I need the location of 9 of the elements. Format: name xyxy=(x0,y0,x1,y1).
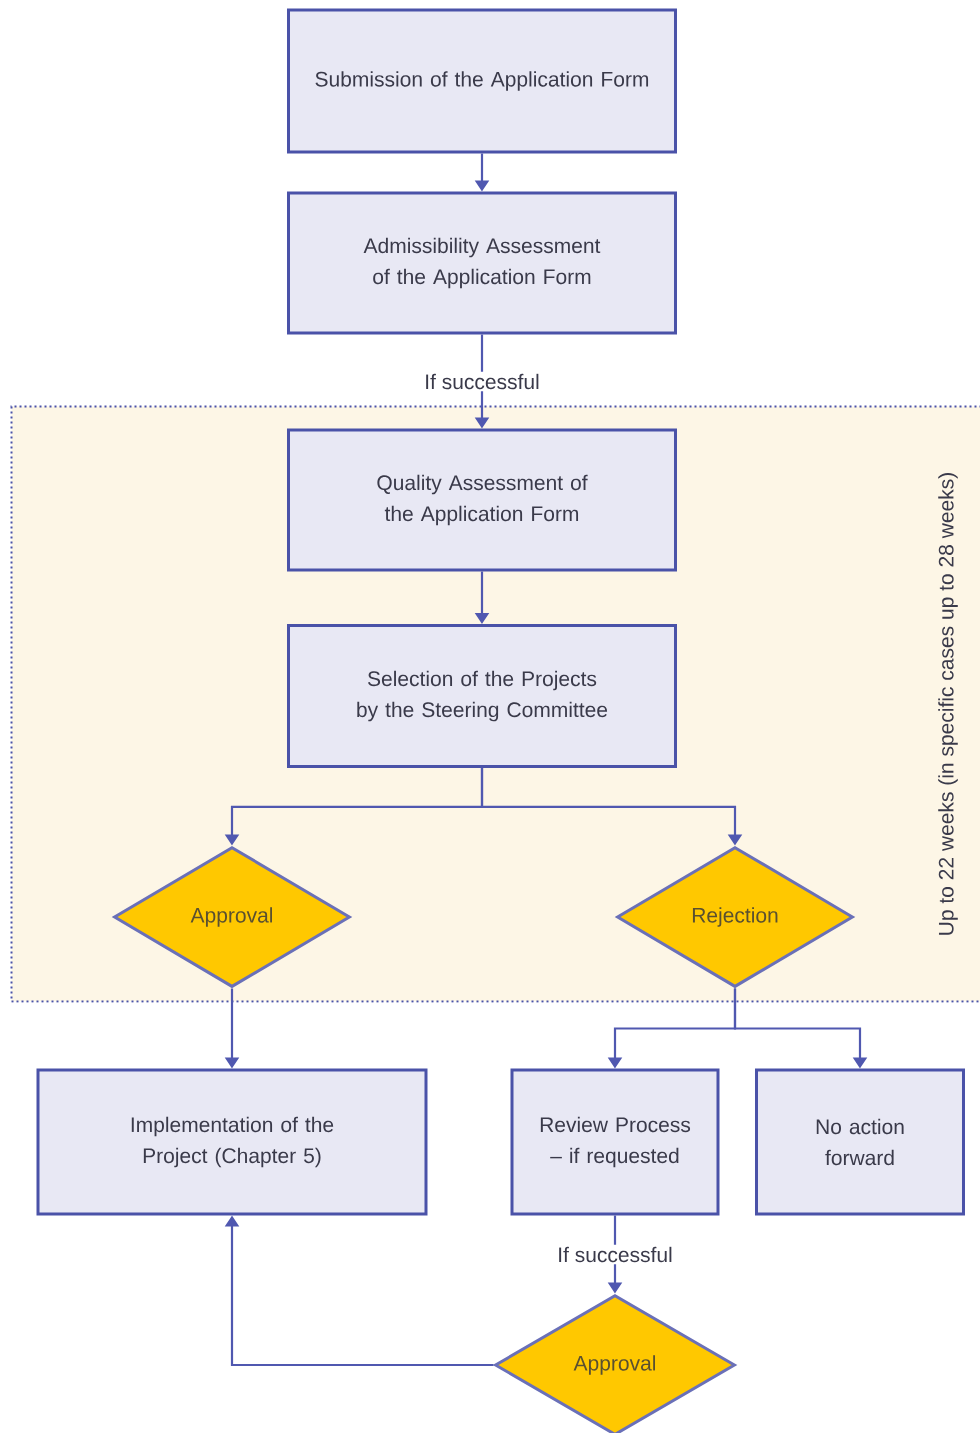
process-box: Implementation of the Project (Chapter 5) xyxy=(36,1068,428,1216)
process-box: Selection of the Projects by the Steering Committee xyxy=(287,624,677,768)
process-box: Admissibility Assessment of the Application Form xyxy=(287,191,677,335)
edge-label: If successful xyxy=(422,371,542,392)
process-box: Review Process – if requested xyxy=(510,1068,720,1216)
process-box: Submission of the Application Form xyxy=(287,8,677,154)
process-box: Quality Assessment of the Application Form xyxy=(287,428,677,572)
process-box: No action forward xyxy=(755,1068,965,1216)
edge-label: If successful xyxy=(555,1244,675,1265)
